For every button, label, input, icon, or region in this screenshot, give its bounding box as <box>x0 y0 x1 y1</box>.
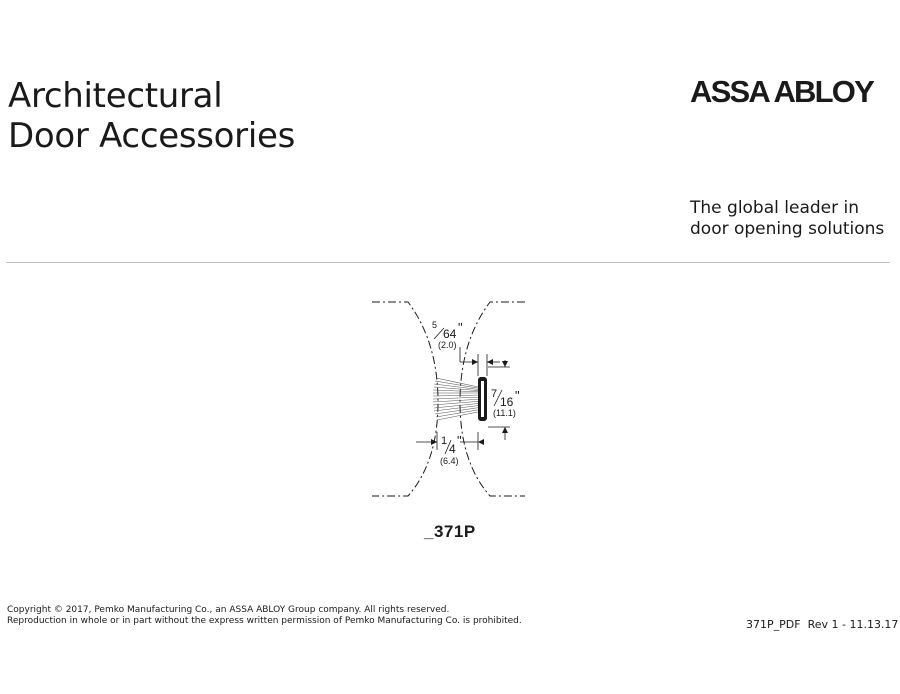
seal-holder <box>478 377 487 421</box>
dim-right-unit: " <box>515 388 520 403</box>
revision-label: Rev 1 - 11.13.17 <box>807 618 899 631</box>
product-drawing: 5 64 " (2.0) 7 16 " (11.1) 1 4 " (6.4) <box>372 301 525 497</box>
copyright-line-2: Reproduction in whole or in part without… <box>7 616 522 626</box>
brush-bristles <box>432 377 484 421</box>
dim-bottom-mm: (6.4) <box>440 456 459 466</box>
dim-right-denominator: 16 <box>500 395 514 409</box>
header-divider <box>6 262 890 263</box>
copyright-notice: Copyright © 2017, Pemko Manufacturing Co… <box>7 605 522 627</box>
dim-top-denominator: 64 <box>443 327 457 341</box>
dim-top-numerator: 5 <box>432 320 437 330</box>
tagline: The global leader in door opening soluti… <box>690 198 884 240</box>
dim-top-mm: (2.0) <box>438 340 457 350</box>
dim-right-numerator: 7 <box>491 388 497 400</box>
doc-id: 371P_PDF <box>746 618 801 631</box>
assa-abloy-logo: ASSA ABLOY <box>690 74 875 109</box>
dim-bottom-numerator: 1 <box>441 435 447 447</box>
title-line-2: Door Accessories <box>8 116 296 156</box>
tagline-line-2: door opening solutions <box>690 219 885 239</box>
copyright-line-1: Copyright © 2017, Pemko Manufacturing Co… <box>7 605 450 615</box>
dim-bottom-denominator: 4 <box>449 442 456 456</box>
document-reference: 371P_PDF Rev 1 - 11.13.17 <box>746 618 898 631</box>
door-edge-lines <box>372 301 525 497</box>
dim-right-mm: (11.1) <box>493 408 516 418</box>
title-line-1: Architectural <box>8 76 223 116</box>
model-label: _371P <box>424 522 476 541</box>
document-title: Architectural Door Accessories <box>8 76 295 156</box>
tagline-line-1: The global leader in <box>690 198 860 218</box>
dimension-arrows <box>431 359 508 445</box>
dim-top-unit: " <box>458 320 463 335</box>
dim-bottom-unit: " <box>457 433 462 448</box>
